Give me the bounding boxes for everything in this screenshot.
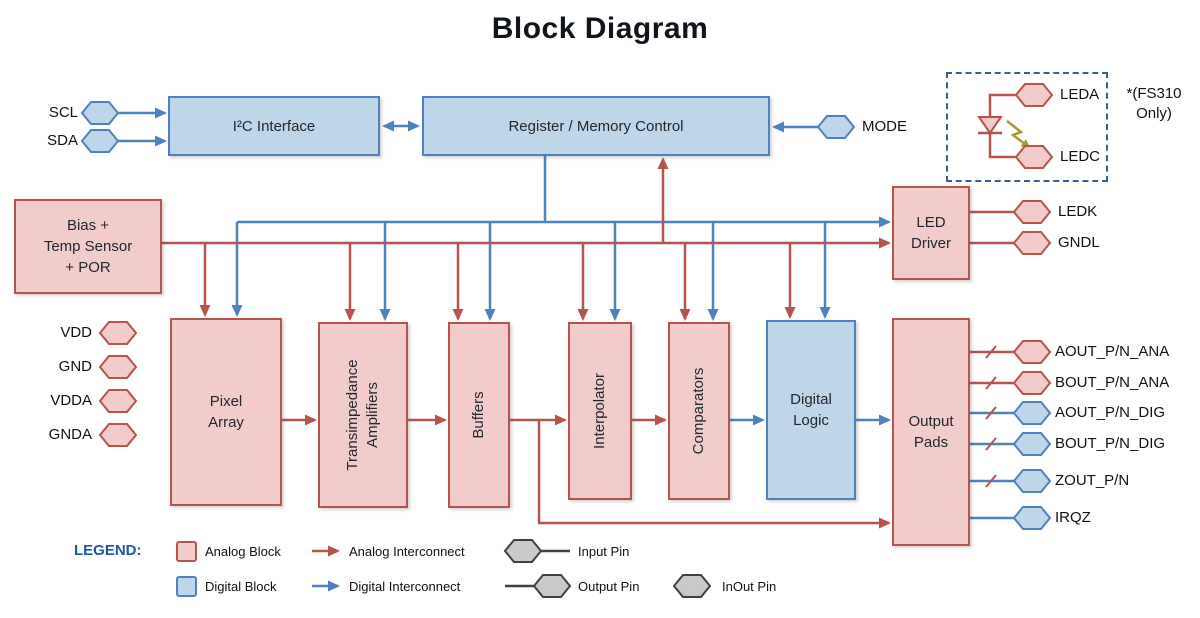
pin-gndl-hex: [1013, 231, 1051, 255]
block-label: Interpolator: [590, 373, 608, 449]
pin-label-scl: SCL: [48, 104, 78, 121]
block-led-driver: LED Driver: [892, 186, 970, 280]
block-pixel-array: Pixel Array: [170, 318, 282, 506]
pin-label-aout-ana: AOUT_P/N_ANA: [1055, 343, 1170, 360]
block-i2c-interface: I²C Interface: [168, 96, 380, 156]
wire-buffers-outpads: [537, 420, 891, 529]
pin-label-vdda: VDDA: [50, 392, 92, 409]
pin-label-bout-dig: BOUT_P/N_DIG: [1055, 435, 1166, 452]
block-label: Comparators: [689, 367, 707, 455]
legend-symbols: [176, 539, 711, 598]
pin-aout-dig-hex: [1013, 401, 1051, 425]
block-transimpedance-amplifiers: Transimpedance Amplifiers: [318, 322, 408, 508]
led-diode-icon: [977, 93, 1016, 159]
legend-label-digital-interconnect: Digital Interconnect: [349, 579, 461, 594]
fs310-only-note: *(FS310 Only): [1126, 85, 1182, 122]
block-digital-logic: Digital Logic: [766, 320, 856, 500]
pin-label-gnda: GNDA: [48, 426, 92, 443]
pin-gnd-hex: [99, 355, 137, 379]
pin-ledk-hex: [1013, 200, 1051, 224]
block-label: Digital Logic: [790, 391, 832, 429]
pin-label-sda: SDA: [47, 132, 78, 149]
pin-vdda-hex: [99, 389, 137, 413]
pin-scl-hex: [81, 101, 119, 125]
page-title: Block Diagram: [491, 12, 709, 45]
pin-sda-hex: [81, 129, 119, 153]
pin-irqz-hex: [1013, 506, 1051, 530]
pin-label-mode: MODE: [862, 118, 907, 135]
pin-label-bout-ana: BOUT_P/N_ANA: [1055, 374, 1170, 391]
pin-label-aout-dig: AOUT_P/N_DIG: [1055, 404, 1166, 421]
legend-label-digital-block: Digital Block: [205, 579, 277, 594]
block-comparators: Comparators: [668, 322, 730, 500]
legend-label-output-pin: Output Pin: [578, 579, 640, 594]
legend-label-analog-block: Analog Block: [205, 544, 281, 559]
pin-vdd-hex: [99, 321, 137, 345]
pin-label-vdd: VDD: [60, 324, 92, 341]
block-label: I²C Interface: [232, 117, 316, 135]
block-label: Output Pads: [908, 413, 954, 451]
legend-heading: LEGEND:: [74, 542, 142, 559]
block-buffers: Buffers: [448, 322, 510, 508]
block-label: Pixel Array: [208, 393, 244, 431]
fs310-led-group-box: [946, 72, 1108, 182]
pin-label-ledc: LEDC: [1060, 148, 1101, 165]
pin-label-ledk: LEDK: [1058, 203, 1098, 220]
pin-label-irqz: IRQZ: [1055, 509, 1091, 526]
block-bias-temp-sensor-por: Bias + Temp Sensor + POR: [14, 199, 162, 294]
legend-label-input-pin: Input Pin: [578, 544, 630, 559]
pin-label-gndl: GNDL: [1058, 234, 1100, 251]
legend-digital-swatch: [176, 576, 197, 597]
legend-output-pin-icon: [533, 574, 571, 598]
legend-input-pin-icon: [504, 539, 542, 563]
analog-interconnect-net: [162, 157, 1014, 529]
block-label: Transimpedance Amplifiers: [343, 359, 381, 471]
pin-label-zout: ZOUT_P/N: [1055, 472, 1130, 489]
pin-bout-dig-hex: [1013, 432, 1051, 456]
block-output-pads: Output Pads: [892, 318, 970, 546]
pin-bout-ana-hex: [1013, 371, 1051, 395]
legend-inout-pin-icon: [673, 574, 711, 598]
led-flash-icon: [1006, 120, 1031, 149]
bus-slash-marks: [985, 345, 997, 488]
block-label: Bias + Temp Sensor + POR: [43, 217, 133, 276]
legend-analog-swatch: [176, 541, 197, 562]
pin-aout-ana-hex: [1013, 340, 1051, 364]
legend-label-analog-interconnect: Analog Interconnect: [349, 544, 465, 559]
pin-label-gnd: GND: [58, 358, 92, 375]
pin-zout-hex: [1013, 469, 1051, 493]
block-label: Buffers: [469, 391, 487, 439]
legend-label-inout-pin: InOut Pin: [722, 579, 777, 594]
block-interpolator: Interpolator: [568, 322, 632, 500]
block-label: LED Driver: [911, 214, 951, 252]
pin-mode-hex: [817, 115, 855, 139]
pin-label-leda: LEDA: [1060, 86, 1100, 103]
block-label: Register / Memory Control: [508, 117, 684, 135]
pin-gnda-hex: [99, 423, 137, 447]
block-register-memory-control: Register / Memory Control: [422, 96, 770, 156]
